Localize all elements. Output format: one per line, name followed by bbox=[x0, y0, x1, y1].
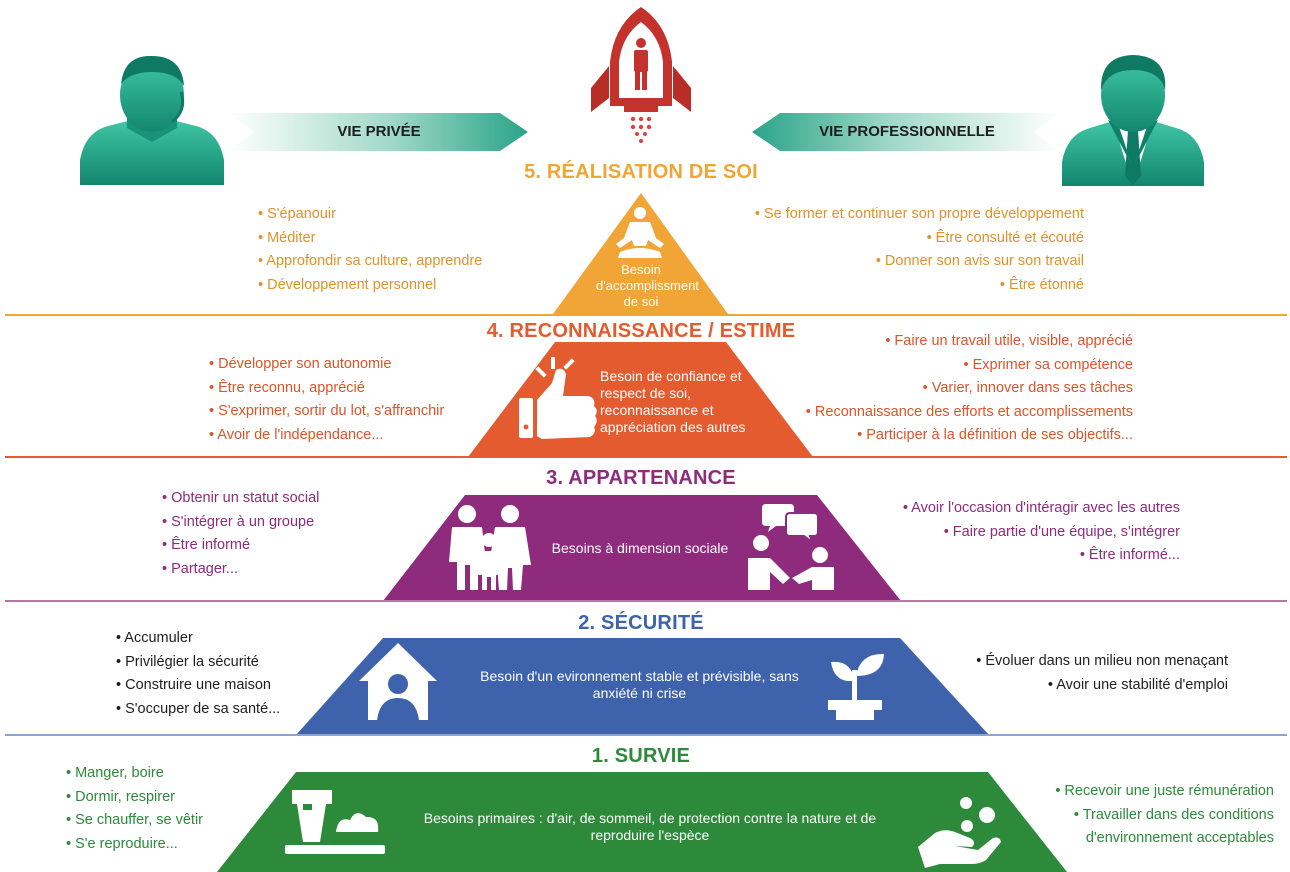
sprout-icon bbox=[828, 653, 884, 720]
list-item: • Privilégier la sécurité bbox=[116, 653, 259, 670]
list-item: • S'exprimer, sortir du lot, s'affranchi… bbox=[209, 403, 445, 419]
list-item: • Méditer bbox=[258, 229, 316, 246]
level-4-band-text: Besoin de confiance et respect de soi, r… bbox=[600, 368, 746, 435]
list-item: • Participer à la définition de ses obje… bbox=[857, 427, 1133, 443]
house-person-icon bbox=[359, 643, 437, 720]
family-icon bbox=[449, 505, 531, 590]
divider-level-3 bbox=[5, 600, 1287, 602]
list-item: • Faire partie d'une équipe, s'intégrer bbox=[943, 523, 1180, 540]
level-2-title: 2. SÉCURITÉ bbox=[578, 612, 704, 634]
list-item: • Approfondir sa culture, apprendre bbox=[258, 253, 483, 269]
list-item: • Partager... bbox=[162, 560, 239, 577]
list-item: • Varier, innover dans ses tâches bbox=[922, 380, 1133, 396]
list-item: • Être étonné bbox=[999, 276, 1084, 293]
level-5-band-text: Besoin d'accomplissment de soi bbox=[596, 262, 699, 309]
list-item: • Développement personnel bbox=[258, 276, 437, 293]
handshake-chat-icon bbox=[748, 504, 834, 590]
list-item: • Obtenir un statut social bbox=[162, 490, 320, 506]
list-item: • Construire une maison bbox=[116, 677, 271, 693]
list-item: • Être informé... bbox=[1079, 547, 1180, 563]
list-item: • Reconnaissance des efforts et accompli… bbox=[805, 403, 1133, 420]
list-item: • Recevoir une juste rémunération bbox=[1055, 783, 1274, 799]
list-item: • Exprimer sa compétence bbox=[963, 356, 1133, 373]
list-item: • Travailler dans des conditions bbox=[1073, 806, 1274, 823]
level-5-private-list: • S'épanouir • Méditer • Approfondir sa … bbox=[258, 203, 482, 297]
list-item: • Dormir, respirer bbox=[66, 788, 176, 805]
level-1-band bbox=[217, 772, 1067, 872]
rocket-icon bbox=[591, 7, 691, 143]
meditation-icon bbox=[616, 207, 664, 258]
level-2-professional-list: • Évoluer dans un milieu non menaçant • … bbox=[976, 650, 1228, 697]
hand-water-icon bbox=[918, 797, 1001, 868]
list-item: • Manger, boire bbox=[66, 765, 164, 781]
divider-level-4 bbox=[5, 456, 1287, 458]
list-item: • Accumuler bbox=[116, 630, 193, 646]
vie-professionnelle-label: VIE PROFESSIONNELLE bbox=[819, 123, 995, 140]
level-1-band-text: Besoins primaires : d'air, de sommeil, d… bbox=[423, 810, 877, 843]
list-item: • Se chauffer, se vêtir bbox=[66, 812, 203, 828]
vie-privee-label: VIE PRIVÉE bbox=[337, 123, 421, 140]
right-arrow-shape bbox=[752, 113, 1060, 151]
level-5-professional-list: • Se former et continuer son propre déve… bbox=[755, 203, 1084, 297]
thumbs-up-icon bbox=[519, 357, 597, 439]
level-3-band-text: Besoins à dimension sociale bbox=[551, 540, 729, 556]
level-2-private-list: • Accumuler • Privilégier la sécurité • … bbox=[116, 627, 280, 721]
list-item: • S'épanouir bbox=[258, 206, 336, 222]
level-4-title: 4. RECONNAISSANCE / ESTIME bbox=[486, 320, 796, 342]
list-item: • Avoir une stabilité d'emploi bbox=[1047, 676, 1228, 693]
left-arrow-shape bbox=[228, 113, 528, 151]
list-item: • Être consulté et écouté bbox=[926, 229, 1084, 246]
level-5-title: 5. RÉALISATION DE SOI bbox=[524, 161, 758, 183]
list-item: • Être reconnu, apprécié bbox=[209, 379, 365, 396]
list-item: • Avoir de l'indépendance... bbox=[209, 426, 384, 443]
list-item: • Donner son avis sur son travail bbox=[875, 253, 1084, 269]
list-item: • Être informé bbox=[162, 537, 251, 553]
private-person-icon bbox=[80, 55, 224, 185]
list-item: • Avoir l'occasion d'intéragir avec les … bbox=[902, 500, 1180, 516]
list-item: • Faire un travail utile, visible, appré… bbox=[885, 333, 1133, 349]
level-4-professional-list: • Faire un travail utile, visible, appré… bbox=[806, 330, 1133, 448]
level-1-private-list: • Manger, boire • Dormir, respirer • Se … bbox=[66, 762, 203, 856]
level-2-band-text: Besoin d'un evironnement stable et prévi… bbox=[480, 668, 799, 701]
list-item: • S'intégrer à un groupe bbox=[162, 513, 315, 530]
list-item: • S'e reproduire... bbox=[66, 835, 178, 852]
level-3-title: 3. APPARTENANCE bbox=[546, 467, 736, 489]
food-tray-icon bbox=[285, 790, 385, 854]
list-item: • Évoluer dans un milieu non menaçant bbox=[976, 653, 1228, 669]
divider-level-2 bbox=[5, 734, 1287, 736]
level-1-title: 1. SURVIE bbox=[591, 745, 691, 767]
level-4-private-list: • Développer son autonomie • Être reconn… bbox=[209, 353, 444, 447]
level-1-professional-list: • Recevoir une juste rémunération • Trav… bbox=[1055, 780, 1274, 851]
divider-level-5 bbox=[5, 314, 1287, 316]
list-item: • Se former et continuer son propre déve… bbox=[754, 206, 1084, 222]
list-item: d'environnement acceptables bbox=[1085, 830, 1274, 846]
list-item: • Développer son autonomie bbox=[209, 356, 392, 372]
level-3-professional-list: • Avoir l'occasion d'intéragir avec les … bbox=[903, 497, 1180, 568]
level-3-private-list: • Obtenir un statut social • S'intégrer … bbox=[162, 487, 319, 581]
list-item: • S'occuper de sa santé... bbox=[116, 700, 281, 717]
level-2-band bbox=[296, 638, 989, 735]
professional-person-icon bbox=[1062, 55, 1204, 186]
